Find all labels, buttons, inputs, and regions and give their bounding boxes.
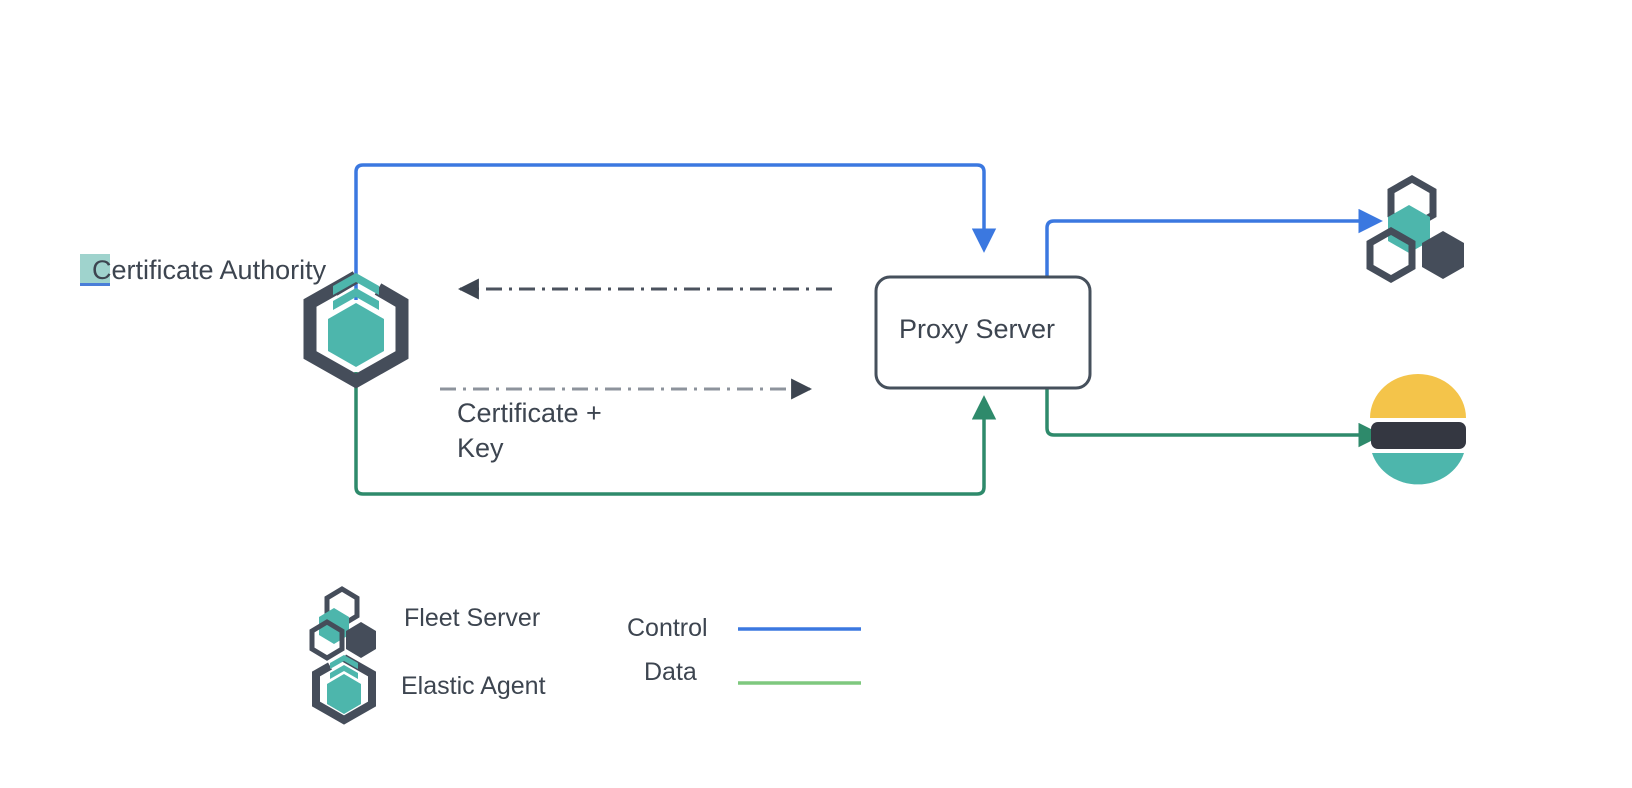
- certificate-authority-underline: [80, 283, 110, 286]
- proxy-server-node[interactable]: [874, 275, 1092, 390]
- legend-line-label-control: Control: [627, 614, 708, 642]
- edge-data-agent-to-proxy: [354, 372, 997, 496]
- fleet-server-node[interactable]: [1366, 174, 1464, 284]
- fleet-server-icon: [1366, 174, 1464, 284]
- elasticsearch-icon: [1370, 374, 1466, 485]
- legend-item-label-fleet-server: Fleet Server: [404, 604, 541, 632]
- elasticsearch-node[interactable]: [1370, 374, 1466, 485]
- proxy-server-label: Proxy Server: [899, 314, 1056, 344]
- legend-elastic-agent-icon: [312, 654, 376, 725]
- edge-data-proxy-to-elasticsearch: [1045, 388, 1383, 448]
- certificate-authority-highlight: [80, 254, 110, 286]
- legend-line-label-data: Data: [644, 658, 697, 686]
- certificate-key-label: Certificate + Key: [457, 398, 602, 463]
- legend-fleet-server-icon: [309, 586, 376, 661]
- certificate-authority-label: Certificate Authority: [92, 255, 327, 285]
- elastic-agent-icon: [303, 271, 409, 389]
- edge-control-agent-to-proxy: [354, 163, 997, 300]
- certificate-authority-node[interactable]: [303, 271, 409, 389]
- legend-item-label-elastic-agent: Elastic Agent: [401, 672, 546, 700]
- edge-control-proxy-to-fleet: [1045, 208, 1383, 278]
